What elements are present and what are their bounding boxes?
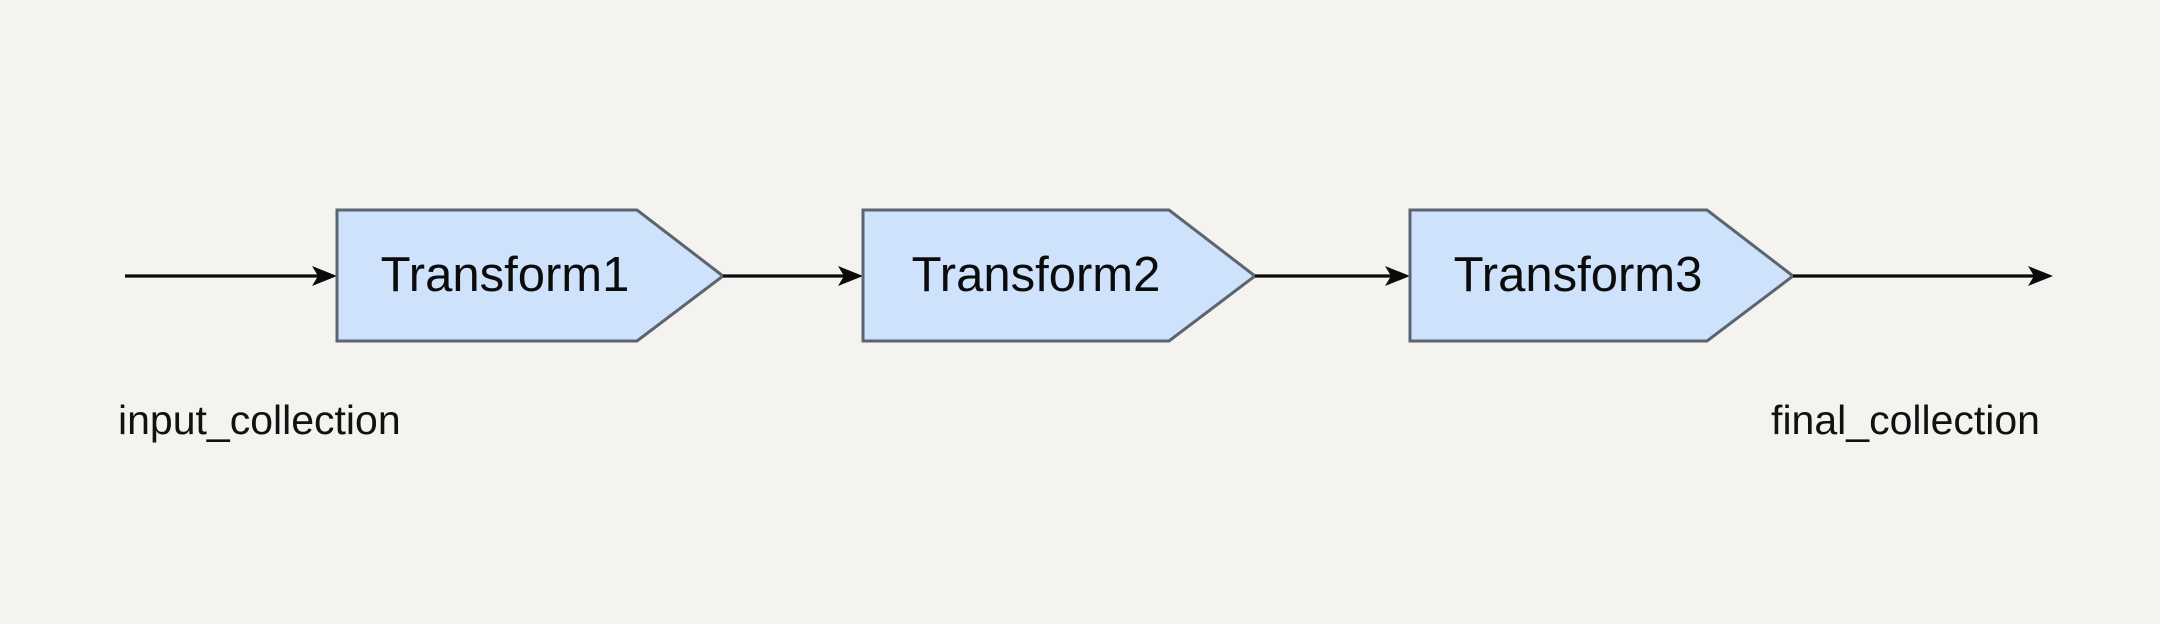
edge-final-collection[interactable] (1793, 266, 2053, 286)
transform3-shape (1408, 208, 1796, 343)
arrowhead-icon (838, 266, 863, 286)
final-collection-label: final_collection (1771, 397, 2040, 443)
transform1-shape (335, 208, 726, 343)
node-transform3[interactable]: Transform3 (1408, 208, 1796, 343)
edge-transform2-transform3[interactable] (1255, 266, 1410, 286)
arrowhead-icon (2028, 266, 2053, 286)
arrowhead-icon (312, 266, 337, 286)
edge-input-collection[interactable] (125, 266, 337, 286)
node-transform1[interactable]: Transform1 (335, 208, 726, 343)
edge-transform1-transform2[interactable] (723, 266, 863, 286)
transform3-label: Transform3 (1454, 248, 1703, 302)
input-collection-label: input_collection (118, 397, 401, 443)
arrowhead-icon (1385, 266, 1410, 286)
transform1-label: Transform1 (381, 248, 630, 302)
transform2-label: Transform2 (912, 248, 1161, 302)
transform2-shape (861, 208, 1258, 343)
node-transform2[interactable]: Transform2 (861, 208, 1258, 343)
